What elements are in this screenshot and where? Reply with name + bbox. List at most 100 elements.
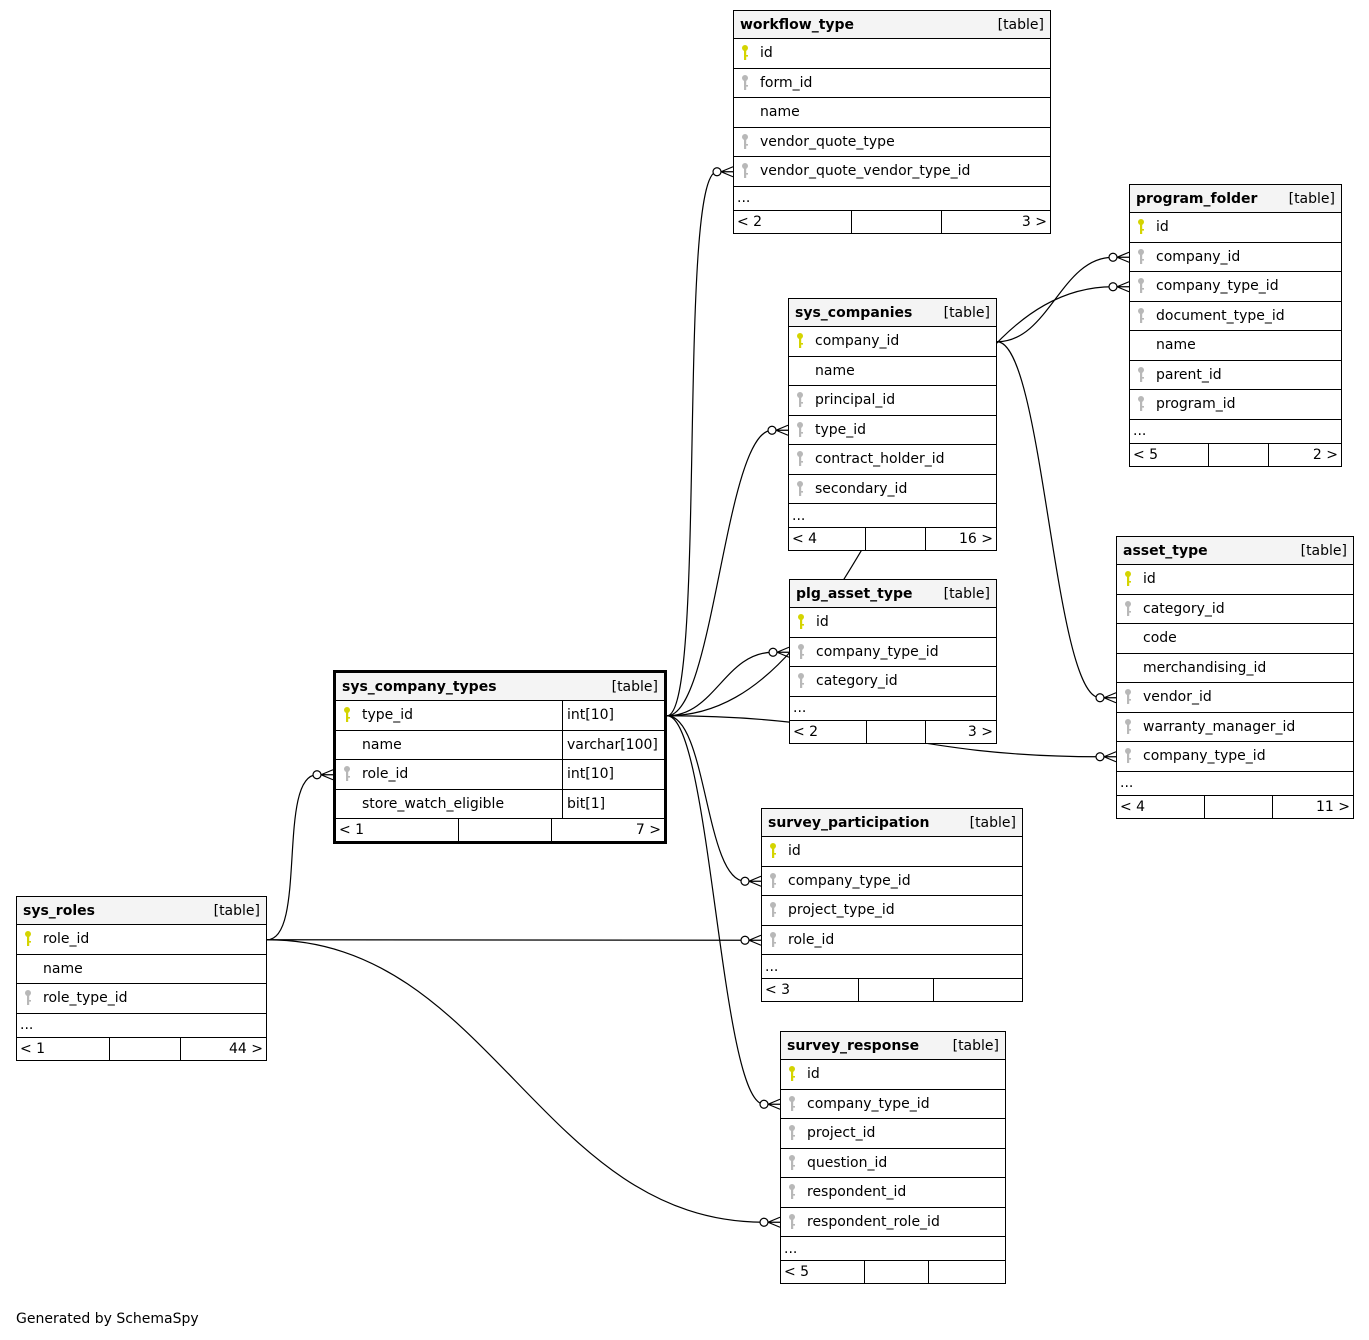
column-name-cell[interactable]: id [781, 1060, 1005, 1089]
column-row[interactable]: company_id [1130, 243, 1341, 272]
table-header[interactable]: asset_type[table] [1117, 537, 1353, 565]
column-name-cell[interactable]: vendor_quote_type [734, 128, 1050, 157]
column-name-cell[interactable]: company_id [1130, 243, 1341, 272]
column-name-cell[interactable]: id [762, 837, 1022, 866]
parents-count-link[interactable]: < 4 [1117, 795, 1205, 818]
more-columns-indicator[interactable]: ... [781, 1237, 1005, 1261]
column-row[interactable]: id [1130, 213, 1341, 243]
children-count-link[interactable]: 16 > [959, 531, 993, 547]
table-header[interactable]: survey_response[table] [781, 1032, 1005, 1060]
column-name-cell[interactable]: store_watch_eligible [336, 790, 562, 819]
column-name-cell[interactable]: code [1117, 624, 1353, 653]
column-name-cell[interactable]: principal_id [789, 386, 996, 415]
parents-count-link[interactable]: < 1 [336, 819, 459, 841]
column-row[interactable]: document_type_id [1130, 302, 1341, 331]
column-row[interactable]: company_type_id [762, 867, 1022, 896]
column-name-cell[interactable]: contract_holder_id [789, 445, 996, 474]
column-name-cell[interactable]: name [789, 357, 996, 386]
column-name-cell[interactable]: id [790, 608, 996, 637]
column-row[interactable]: category_id [1117, 595, 1353, 624]
column-name-cell[interactable]: name [336, 731, 562, 760]
column-name-cell[interactable]: respondent_role_id [781, 1208, 1005, 1237]
column-row[interactable]: parent_id [1130, 361, 1341, 390]
more-columns-indicator[interactable]: ... [762, 955, 1022, 979]
column-name-cell[interactable]: respondent_id [781, 1178, 1005, 1207]
column-row[interactable]: company_type_id [790, 638, 996, 667]
column-row[interactable]: project_id [781, 1119, 1005, 1149]
table-name[interactable]: sys_company_types [342, 678, 497, 695]
column-name-cell[interactable]: role_id [336, 760, 562, 789]
column-name-cell[interactable]: company_type_id [762, 867, 1022, 896]
column-row[interactable]: role_type_id [17, 984, 266, 1014]
column-row[interactable]: vendor_quote_vendor_type_id [734, 157, 1050, 187]
column-name-cell[interactable]: name [17, 955, 266, 984]
column-row[interactable]: id [734, 39, 1050, 69]
column-name-cell[interactable]: id [1117, 565, 1353, 594]
table-header[interactable]: workflow_type[table] [734, 11, 1050, 39]
column-row[interactable]: principal_id [789, 386, 996, 416]
table-header[interactable]: sys_company_types[table] [336, 673, 664, 701]
more-columns-indicator[interactable]: ... [790, 697, 996, 721]
column-name-cell[interactable]: type_id [789, 416, 996, 445]
parents-count-link[interactable]: < 2 [790, 720, 867, 743]
column-row[interactable]: code [1117, 624, 1353, 654]
table-name[interactable]: sys_roles [23, 902, 95, 919]
column-name-cell[interactable]: project_type_id [762, 896, 1022, 925]
column-row[interactable]: vendor_id [1117, 683, 1353, 713]
column-name-cell[interactable]: company_type_id [781, 1090, 1005, 1119]
column-row[interactable]: program_id [1130, 390, 1341, 420]
parents-count-link[interactable]: < 2 [734, 210, 852, 233]
column-name-cell[interactable]: name [734, 98, 1050, 127]
column-name-cell[interactable]: role_id [762, 926, 1022, 955]
column-name-cell[interactable]: parent_id [1130, 361, 1341, 390]
column-row[interactable]: company_type_id [1117, 742, 1353, 772]
column-name-cell[interactable]: category_id [1117, 595, 1353, 624]
parents-count-link[interactable]: < 5 [781, 1261, 865, 1283]
column-row[interactable]: question_id [781, 1149, 1005, 1178]
column-row[interactable]: id [1117, 565, 1353, 595]
column-name-cell[interactable]: role_type_id [17, 984, 266, 1013]
column-row[interactable]: contract_holder_id [789, 445, 996, 475]
column-name-cell[interactable]: vendor_id [1117, 683, 1353, 712]
column-row[interactable]: type_id [789, 416, 996, 445]
column-row[interactable]: id [762, 837, 1022, 867]
table-name[interactable]: plg_asset_type [796, 585, 913, 602]
parents-count-link[interactable]: < 1 [17, 1037, 110, 1060]
parents-count-link[interactable]: < 4 [789, 528, 867, 550]
column-name-cell[interactable]: type_id [336, 701, 562, 730]
more-columns-indicator[interactable]: ... [789, 504, 996, 528]
column-name-cell[interactable]: company_type_id [790, 638, 996, 667]
column-name-cell[interactable]: program_id [1130, 390, 1341, 419]
column-name-cell[interactable]: secondary_id [789, 475, 996, 504]
column-row[interactable]: respondent_id [781, 1178, 1005, 1208]
children-count-link[interactable]: 2 > [1312, 446, 1338, 463]
more-columns-indicator[interactable]: ... [1117, 772, 1353, 796]
column-row[interactable]: company_type_id [1130, 272, 1341, 302]
column-row[interactable]: warranty_manager_id [1117, 713, 1353, 742]
more-columns-indicator[interactable]: ... [1130, 420, 1341, 444]
table-name[interactable]: program_folder [1136, 190, 1258, 207]
children-count-link[interactable]: 7 > [635, 822, 661, 838]
children-count-link[interactable]: 11 > [1316, 798, 1350, 815]
table-name[interactable]: sys_companies [795, 304, 913, 321]
column-row[interactable]: company_type_id [781, 1090, 1005, 1119]
table-name[interactable]: survey_participation [768, 814, 930, 831]
column-row[interactable]: respondent_role_id [781, 1208, 1005, 1237]
column-row[interactable]: company_id [789, 327, 996, 357]
table-header[interactable]: sys_roles[table] [17, 897, 266, 925]
more-columns-indicator[interactable]: ... [734, 187, 1050, 211]
column-row[interactable]: secondary_id [789, 475, 996, 504]
column-row[interactable]: role_id [17, 925, 266, 955]
